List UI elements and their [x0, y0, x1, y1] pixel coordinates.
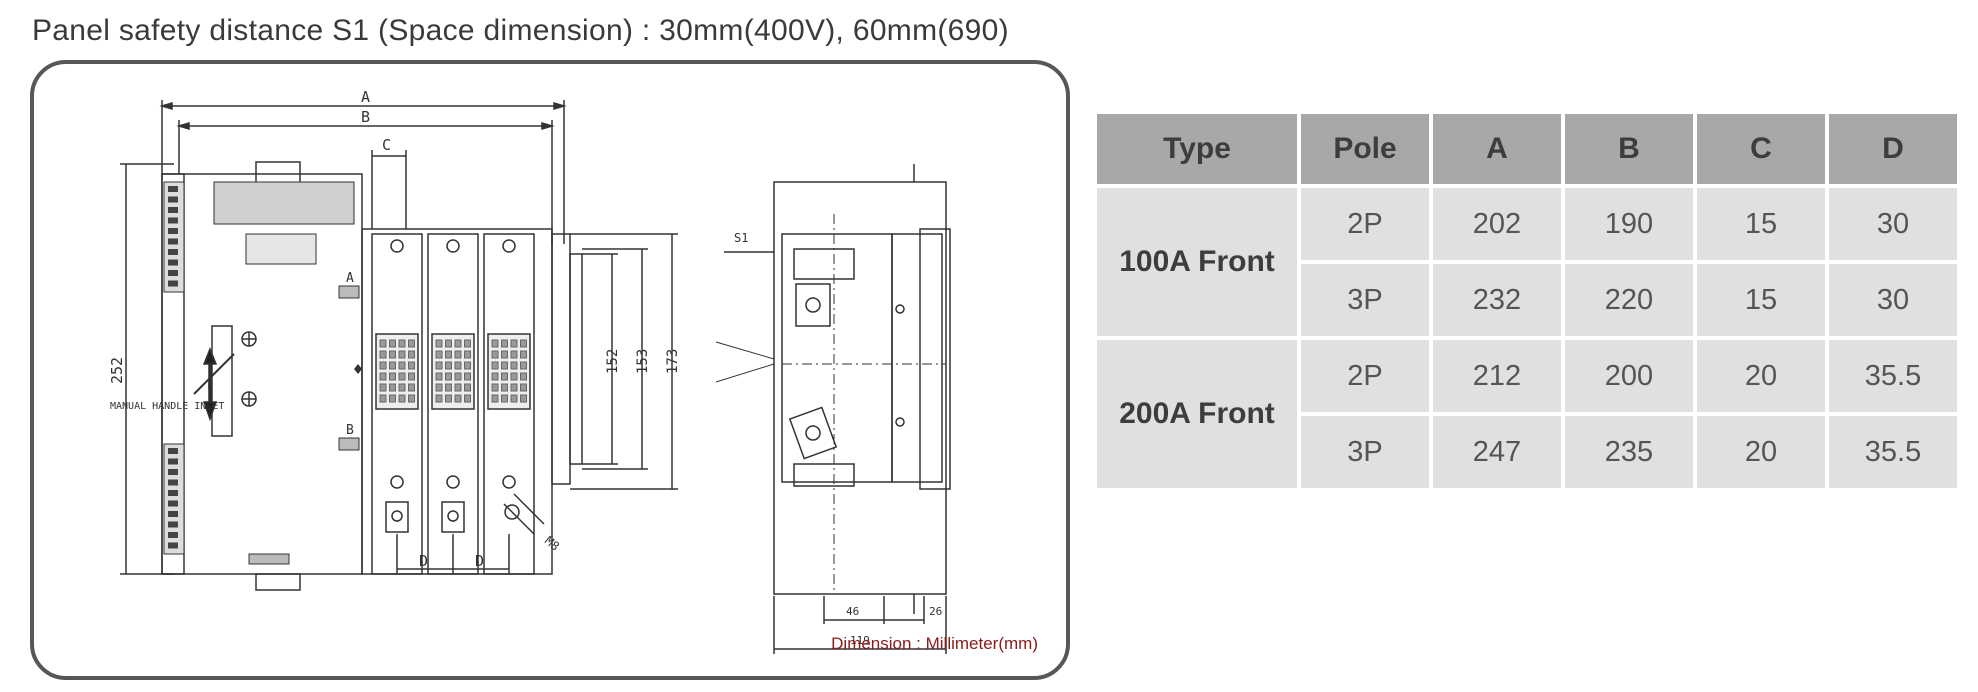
page-title: Panel safety distance S1 (Space dimensio…	[32, 14, 1009, 47]
b-cell: 200	[1565, 340, 1693, 412]
pole-cell: 2P	[1301, 340, 1429, 412]
dim-label-252: 252	[108, 357, 126, 384]
dim-label-b: B	[361, 108, 370, 126]
header-a: A	[1433, 114, 1561, 184]
a-cell: 232	[1433, 264, 1561, 336]
dim-label-c: C	[382, 136, 391, 154]
header-d: D	[1829, 114, 1957, 184]
dimension-table: Type Pole A B C D 100A Front 2P 202 190 …	[1093, 110, 1961, 492]
c-cell: 15	[1697, 264, 1825, 336]
dimension-b-line	[176, 120, 555, 244]
header-c: C	[1697, 114, 1825, 184]
dim-label-119: 119	[850, 634, 870, 647]
dim-label-26: 26	[929, 605, 942, 618]
d-cell: 35.5	[1829, 340, 1957, 412]
table-row: 200A Front 2P 212 200 20 35.5	[1097, 340, 1957, 488]
table-row: 3P 247 235 20 35.5	[1097, 416, 1957, 488]
pole-cell: 3P	[1301, 416, 1429, 488]
side-label-a: A	[346, 271, 354, 286]
a-cell: 247	[1433, 416, 1561, 488]
side-label-b: B	[346, 423, 354, 438]
b-cell: 220	[1565, 264, 1693, 336]
header-pole: Pole	[1301, 114, 1429, 184]
table-row: 3P 232 220 15 30	[1097, 264, 1957, 336]
dimension-a-line	[159, 100, 567, 244]
d-cell: 30	[1829, 188, 1957, 260]
c-cell: 20	[1697, 416, 1825, 488]
c-cell: 20	[1697, 340, 1825, 412]
type-cell: 200A Front	[1097, 340, 1297, 488]
a-cell: 212	[1433, 340, 1561, 412]
side-view	[724, 164, 951, 614]
header-type: Type	[1097, 114, 1297, 184]
dim-label-173: 173	[665, 349, 681, 374]
manual-handle-inlet-label: MANUAL HANDLE INLET	[110, 401, 224, 412]
dimension-bottom-lines	[773, 596, 947, 654]
d-cell: 30	[1829, 264, 1957, 336]
d-cell: 35.5	[1829, 416, 1957, 488]
dimension-drawing-panel: A B C 252	[30, 60, 1070, 680]
dimension-drawing: A B C 252	[108, 88, 951, 654]
dim-label-a: A	[361, 88, 370, 106]
dimension-unit-note: Dimension : Millimeter(mm)	[831, 634, 1038, 653]
dim-label-153: 153	[635, 349, 651, 374]
dim-label-m8: M8	[542, 534, 562, 554]
table-header-row: Type Pole A B C D	[1097, 114, 1957, 184]
dim-label-s1: S1	[734, 231, 748, 245]
c-cell: 15	[1697, 188, 1825, 260]
b-cell: 190	[1565, 188, 1693, 260]
header-b: B	[1565, 114, 1693, 184]
dimension-d-lines	[396, 534, 510, 574]
b-cell: 235	[1565, 416, 1693, 488]
a-cell: 202	[1433, 188, 1561, 260]
switch-poles	[361, 228, 583, 575]
table-row: 100A Front 2P 202 190 15 30	[1097, 188, 1957, 336]
dim-label-152: 152	[605, 349, 621, 374]
dim-label-d2: D	[475, 552, 484, 570]
dimension-c-line	[371, 150, 407, 229]
pole-cell: 3P	[1301, 264, 1429, 336]
dim-label-d1: D	[419, 552, 428, 570]
type-cell: 100A Front	[1097, 188, 1297, 336]
pole-cell: 2P	[1301, 188, 1429, 260]
dim-label-46: 46	[846, 605, 859, 618]
dimension-height-lines	[570, 233, 678, 490]
